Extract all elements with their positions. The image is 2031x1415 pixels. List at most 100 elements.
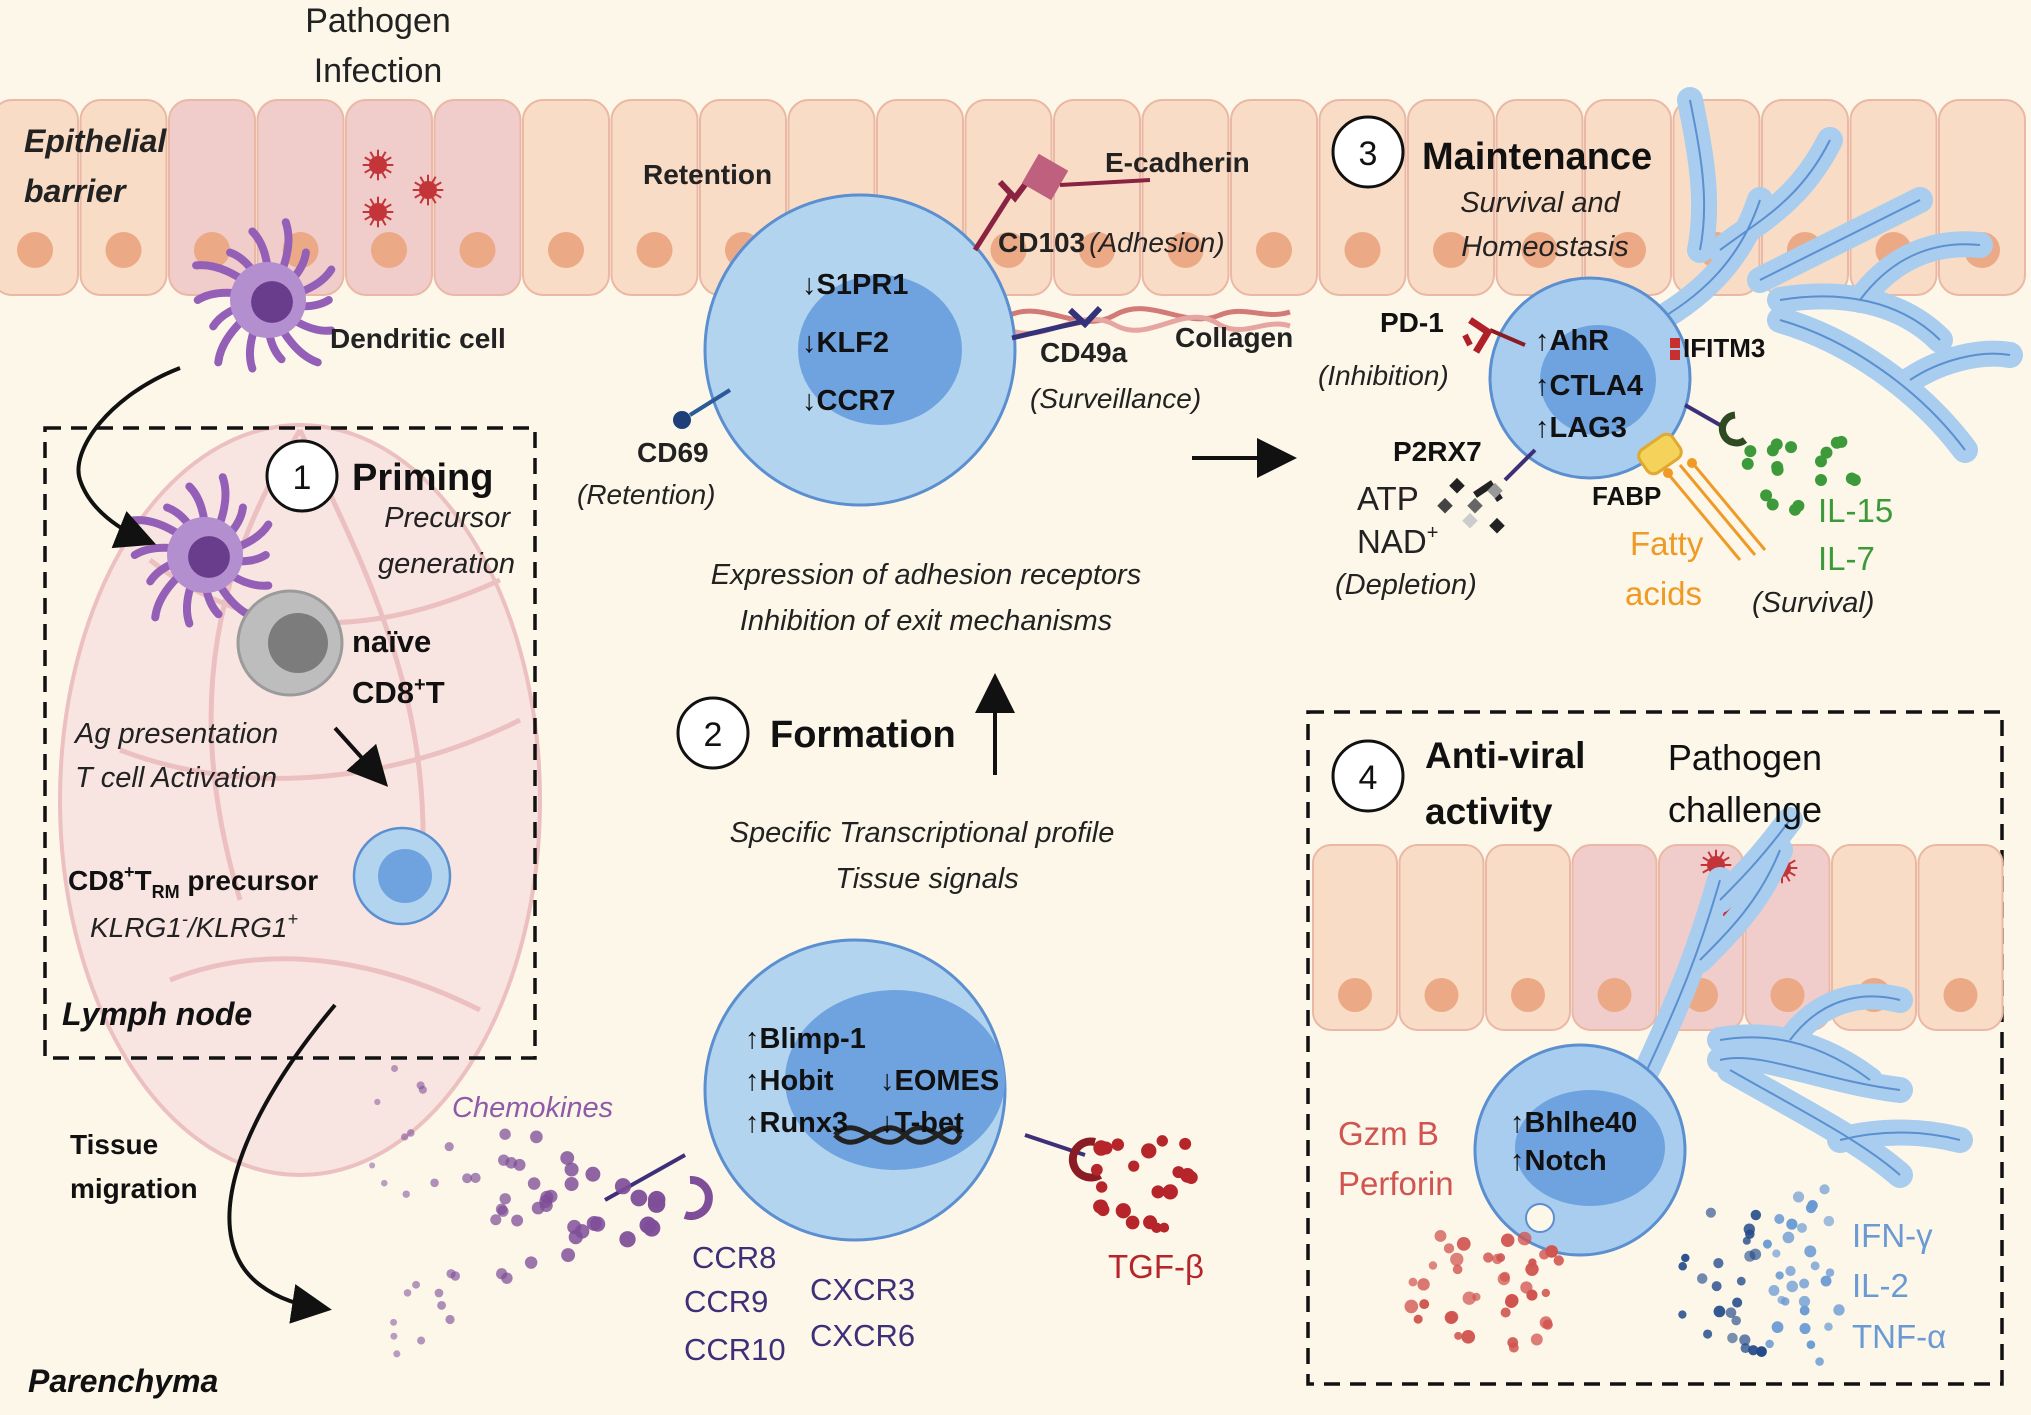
nad-label: NAD+ (1357, 522, 1438, 560)
chemokine-dot (511, 1214, 524, 1227)
tissue-migration-label-1: Tissue (70, 1129, 158, 1160)
priming-box (43, 426, 537, 1060)
cytokine-dot (1745, 1229, 1755, 1239)
antiviral-title-2: activity (1425, 791, 1553, 832)
granzyme-dot (1434, 1230, 1447, 1242)
step-2-badge (676, 696, 750, 770)
cytokine-dot (1713, 1305, 1726, 1318)
cytokine-dot (1799, 1278, 1810, 1289)
naive-cd8-label: CD8+T (352, 674, 445, 710)
cytokine-dot (1772, 1249, 1781, 1258)
granzyme-dot (1444, 1311, 1458, 1324)
cytokine-dot (1748, 1345, 1759, 1356)
fatty-acids-label-2: acids (1625, 575, 1702, 612)
chemokine-dot (560, 1151, 575, 1165)
cytokine-dot (1823, 1215, 1835, 1227)
cd69-label: CD69 (637, 437, 709, 468)
forming-trm-cell (604, 938, 1103, 1242)
cytokine-dot (1825, 1268, 1835, 1277)
tgf-dot (1090, 1163, 1103, 1176)
gene-up-ctla4: ↑CTLA4 (1535, 370, 1643, 402)
cytokine-dot (1805, 1202, 1817, 1214)
chemokine-dot (412, 1280, 420, 1289)
cytokine-dot (1820, 1275, 1832, 1287)
cytokine-dot (1711, 1281, 1722, 1292)
epithelial-cell (433, 99, 522, 296)
tgf-dot (1184, 1170, 1198, 1185)
gene-up-notch: ↑Notch (1510, 1145, 1607, 1177)
granzyme-dot (1553, 1255, 1564, 1266)
chemokine-dot (470, 1172, 481, 1183)
chemokine-dot (614, 1178, 632, 1195)
pd1-label: PD-1 (1380, 307, 1444, 338)
cd49a-role-label: (Surveillance) (1030, 383, 1201, 414)
dendritic-nucleus (188, 536, 230, 578)
cytokine-dot (1678, 1261, 1687, 1271)
il-dot (1741, 457, 1754, 470)
chemokine-dot (586, 1215, 602, 1231)
fatty-acids-label-1: Fatty (1630, 525, 1704, 562)
cytokine-dot (1731, 1315, 1741, 1326)
granzyme-dot (1504, 1295, 1518, 1309)
chemokine-dot (374, 1098, 381, 1106)
dc-migration-arrow (76, 366, 181, 549)
chemokine-dot (437, 1300, 447, 1310)
cytokine-dot (1781, 1297, 1790, 1306)
chemokine-dot (381, 1179, 388, 1187)
cytokine-dot (1696, 1273, 1708, 1284)
cytokine-dot (1797, 1222, 1807, 1233)
tgf-dot (1151, 1185, 1165, 1199)
cytokine-dot (1824, 1322, 1833, 1332)
dendritic-cell-icon (192, 218, 336, 373)
klrg1-label: KLRG1-/KLRG1+ (90, 909, 298, 943)
epithelial-nucleus (1344, 232, 1381, 268)
atp-molecule (1467, 497, 1483, 514)
epithelial-nucleus (459, 232, 496, 268)
tgf-dot (1093, 1140, 1109, 1156)
epithelial-cell (1485, 844, 1571, 1031)
cytokine-dot (1739, 1334, 1751, 1346)
il15-il7-particles (1741, 435, 1861, 516)
chemokine-dot (406, 1129, 415, 1137)
epithelial-nucleus (1424, 978, 1459, 1012)
granzyme-dot (1542, 1319, 1553, 1330)
cytokine-dot (1798, 1295, 1811, 1308)
virus-icon (412, 174, 444, 206)
epithelial-nucleus (636, 232, 673, 268)
granzyme-dot (1454, 1331, 1463, 1340)
pathogen-challenge-label-2: challenge (1668, 789, 1822, 830)
cytokine-dot (1786, 1280, 1799, 1293)
epithelial-cell (1917, 844, 2004, 1031)
ag-presentation-label: Ag presentation (73, 718, 278, 750)
epithelial-cell (1312, 844, 1398, 1031)
chemokine-dot (564, 1177, 579, 1192)
pd1-role-label: (Inhibition) (1318, 360, 1449, 391)
step-1-badge (265, 439, 339, 513)
pathogen-infection-label: Pathogen (305, 2, 451, 40)
step-1-number: 1 (293, 459, 312, 497)
chemokine-dot (527, 1177, 541, 1190)
priming-subtitle-1: Precursor (384, 502, 511, 534)
cytokine-dot (1765, 1339, 1774, 1349)
chemokine-dot (647, 1195, 666, 1213)
epithelial-nucleus (1597, 978, 1632, 1012)
retention-label: Retention (643, 159, 772, 190)
granzyme-dot (1483, 1252, 1494, 1263)
maintenance-subtitle-1: Survival and (1460, 187, 1620, 219)
tissue-migration-arrow (227, 1003, 337, 1324)
gene-down-s1pr1: ↓S1PR1 (802, 269, 908, 301)
il-dot (1815, 473, 1828, 486)
chemokine-dot (639, 1216, 657, 1234)
tgf-dot (1179, 1137, 1192, 1150)
receptor-ccr9: CCR9 (684, 1284, 768, 1319)
cytokine-dot (1799, 1322, 1811, 1335)
il15-label: IL-15 (1818, 492, 1893, 529)
gene-down-eomes: ↓EOMES (880, 1065, 999, 1097)
cytokine-dot (1806, 1340, 1816, 1349)
chemokine-dot (524, 1256, 538, 1269)
chemokine-dot (585, 1166, 601, 1182)
cytokine-dot (1775, 1271, 1784, 1280)
lymph-node-illustration (58, 423, 542, 1177)
cytokine-dot (1727, 1332, 1738, 1344)
